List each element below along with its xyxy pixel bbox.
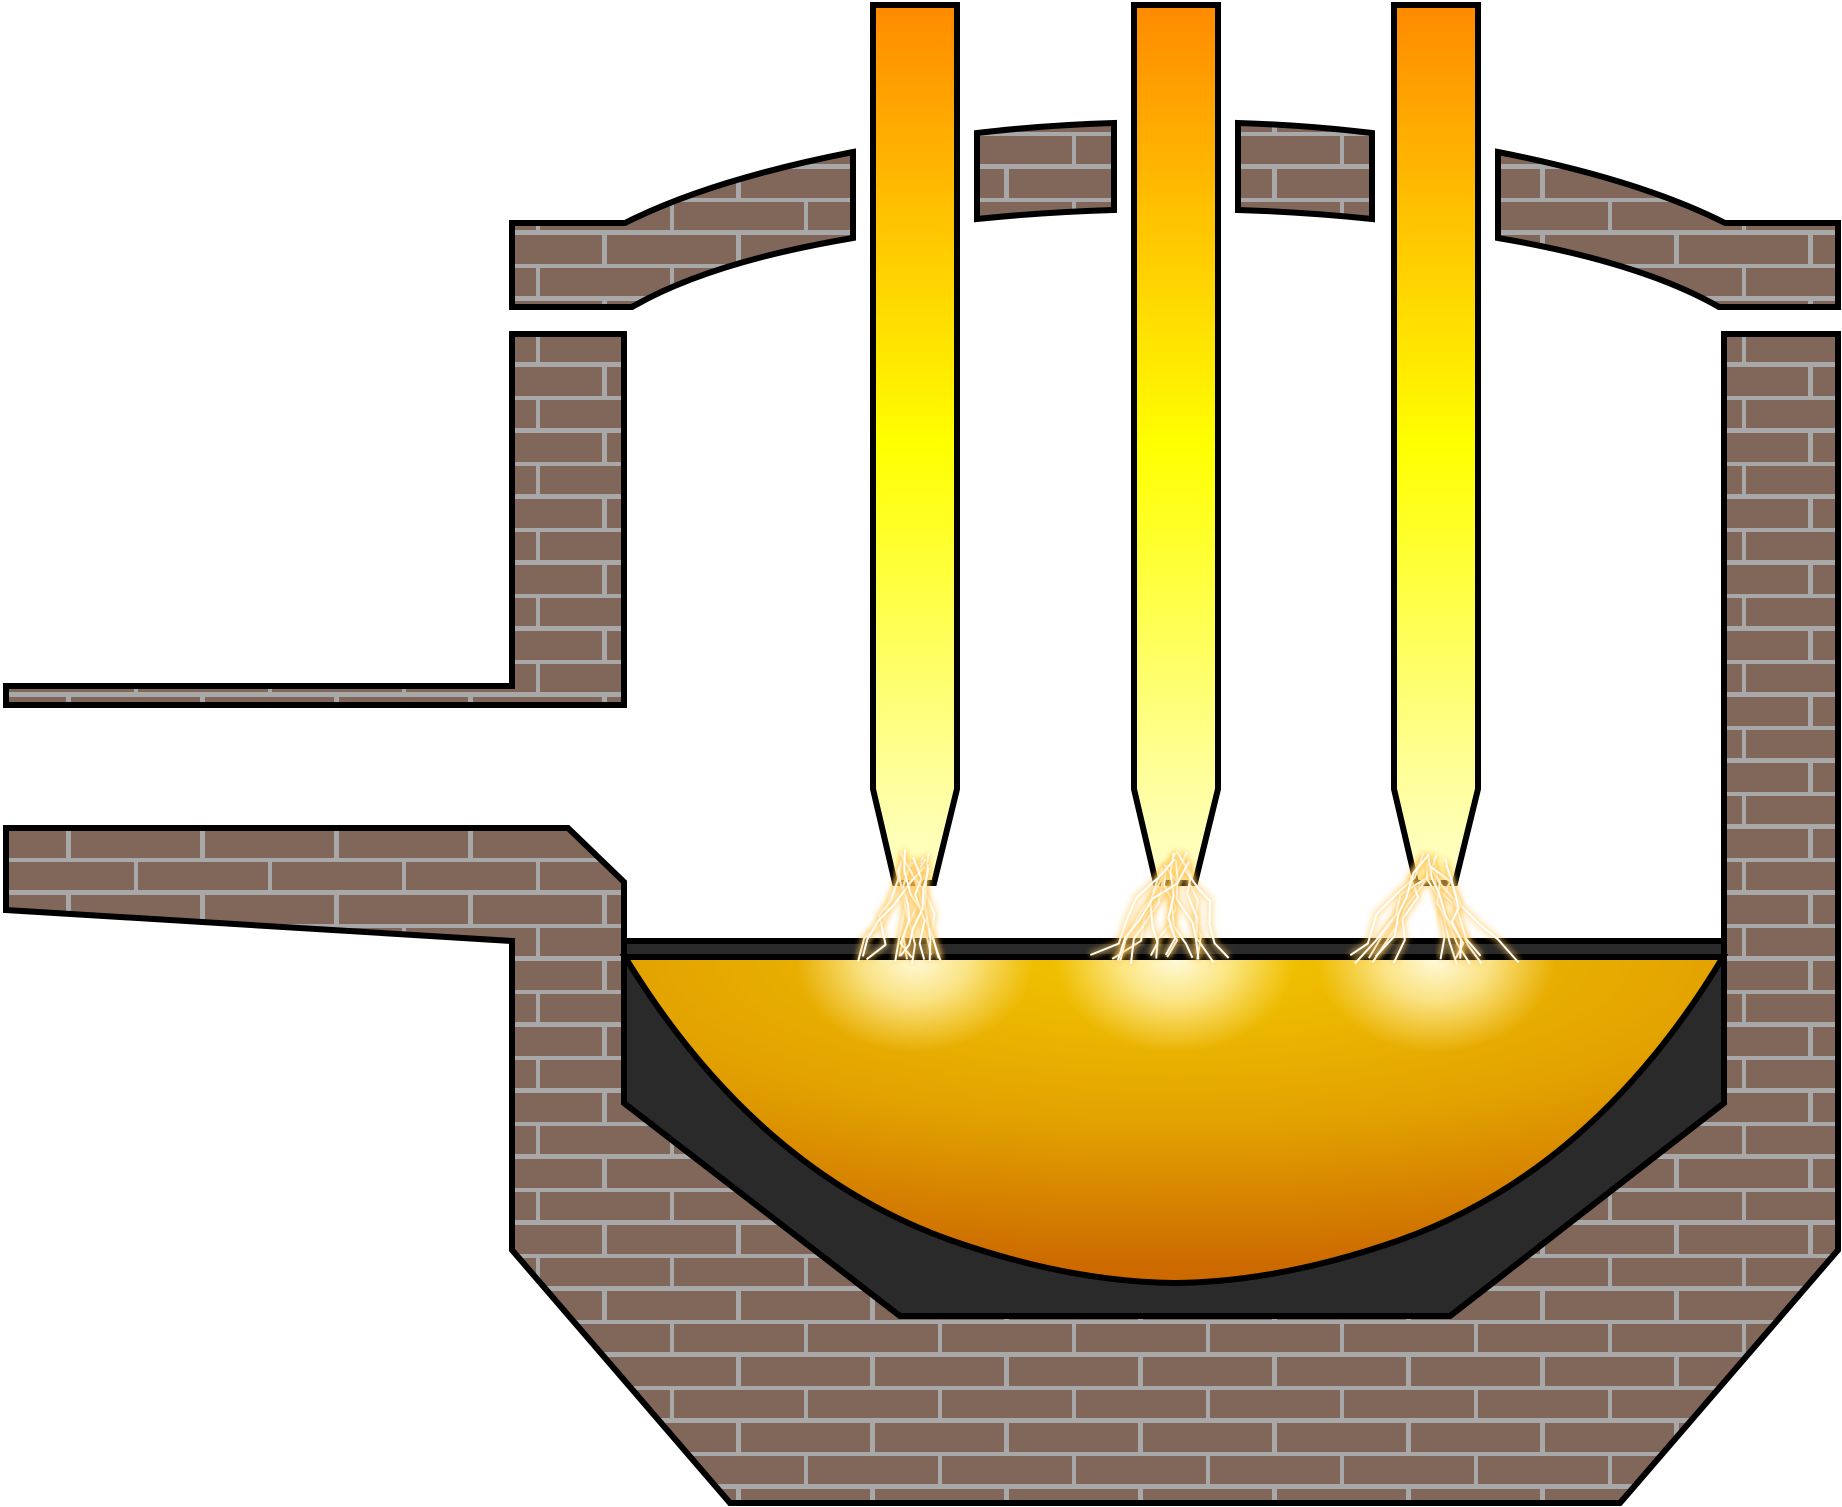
roof-left-segment <box>509 148 856 310</box>
roof-right-segment <box>1495 148 1841 310</box>
electric-arcs <box>855 849 1521 966</box>
left-upper-wall <box>3 331 627 708</box>
roof-center-left-segment <box>974 119 1117 223</box>
arc-1 <box>855 849 944 965</box>
arc-2 <box>1089 850 1231 965</box>
arc-3 <box>1348 851 1521 966</box>
roof-center-right-segment <box>1235 119 1375 223</box>
electrode-2 <box>1131 2 1221 886</box>
electrode-3 <box>1391 2 1481 886</box>
electrode-1 <box>870 2 960 886</box>
